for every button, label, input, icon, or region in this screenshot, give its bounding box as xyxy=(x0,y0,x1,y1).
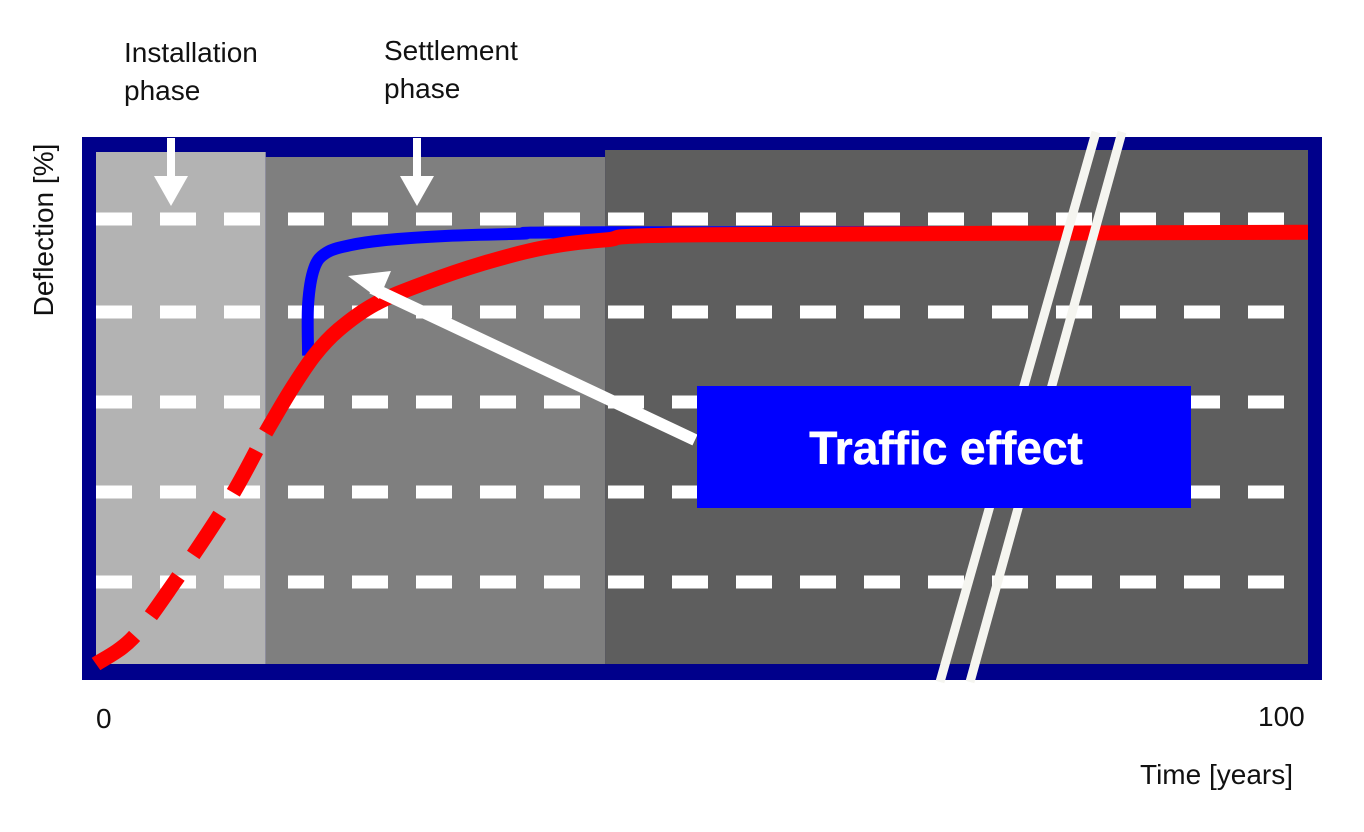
phase-label-settlement: Settlement phase xyxy=(384,35,518,104)
traffic-effect-annotation: Traffic effect xyxy=(348,271,1191,508)
annotation-text: Traffic effect xyxy=(809,422,1083,474)
y-axis-label: Deflection [%] xyxy=(28,143,59,317)
phase-label-installation: Installation phase xyxy=(124,37,258,106)
x-tick-label-0: 0 xyxy=(96,703,112,734)
annotation-arrow-shaft xyxy=(369,282,698,446)
x-axis-label: Time [years] xyxy=(1140,759,1293,790)
annotation-box xyxy=(697,386,1191,508)
series-red-line xyxy=(259,224,1309,437)
x-tick-label-100: 100 xyxy=(1258,701,1305,732)
series-red-dashed-segment xyxy=(91,429,273,671)
series-lines xyxy=(91,224,1309,671)
phase-arrows xyxy=(154,138,434,206)
phase-arrow-settlement-head xyxy=(400,176,434,206)
annotation-arrow-head xyxy=(348,271,391,299)
phase-arrow-installation-head xyxy=(154,176,188,206)
